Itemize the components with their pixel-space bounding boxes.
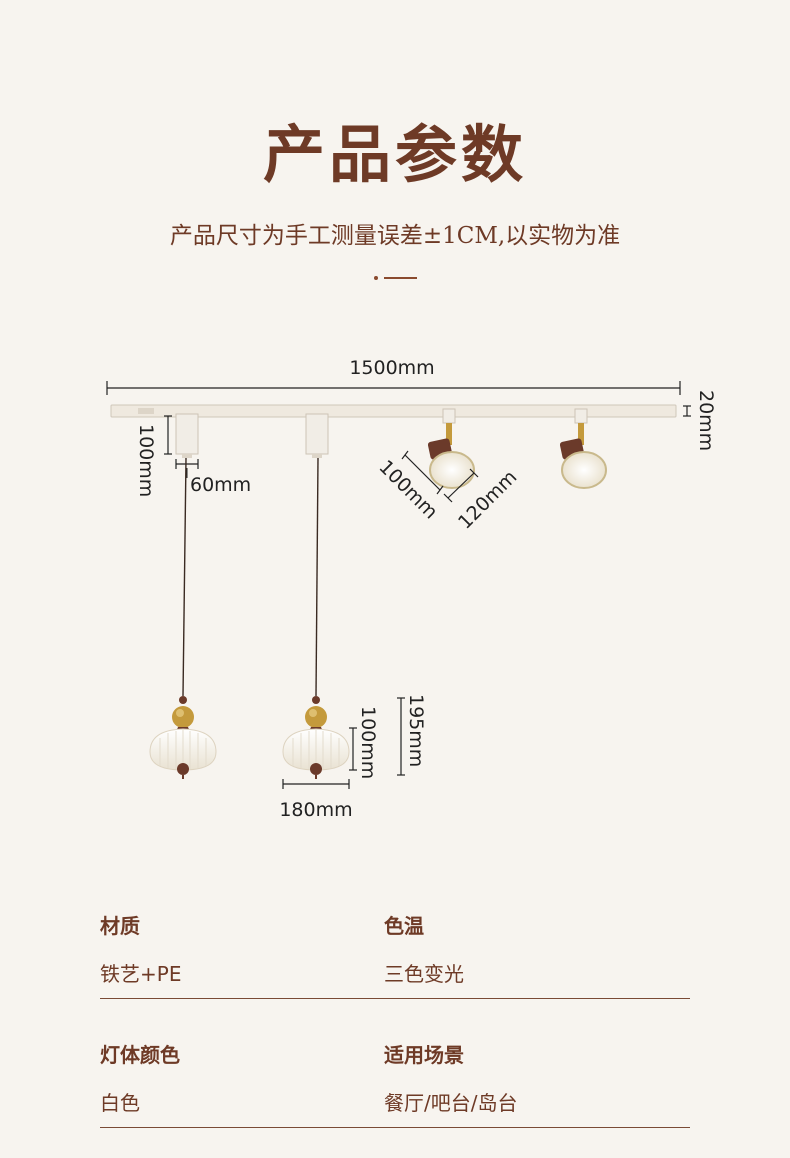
track-height-dimension: 20mm bbox=[683, 390, 717, 451]
mount-width-label: 60mm bbox=[190, 474, 251, 496]
spec-application: 适用场景 餐厅/吧台/岛台 bbox=[384, 1041, 517, 1117]
page-subtitle: 产品尺寸为手工测量误差±1CM,以实物为准 bbox=[169, 223, 621, 249]
spec-body-color: 灯体颜色 白色 bbox=[100, 1041, 180, 1117]
track-rail bbox=[110, 404, 677, 418]
mount-height-dimension: 100mm bbox=[135, 415, 172, 497]
shade-height-label: 100mm bbox=[357, 706, 379, 779]
page-title: 产品参数 bbox=[262, 118, 527, 191]
track-length-dimension: 1500mm bbox=[106, 357, 681, 395]
spec-label: 适用场景 bbox=[384, 1043, 464, 1067]
spec-label: 灯体颜色 bbox=[100, 1043, 180, 1067]
pendant-lamp-1 bbox=[149, 696, 217, 779]
shade-diameter-label: 180mm bbox=[279, 799, 352, 821]
mount-width-dimension: 60mm bbox=[175, 459, 251, 496]
spec-value: 餐厅/吧台/岛台 bbox=[384, 1091, 518, 1115]
pendant-mount-1 bbox=[175, 413, 199, 458]
spec-table: 材质 铁艺+PE 色温 三色变光 灯体颜色 白色 适用场景 餐厅/吧台/岛台 bbox=[100, 900, 690, 1158]
track-height-label: 20mm bbox=[695, 390, 717, 451]
shade-height-dimension: 100mm bbox=[349, 706, 379, 779]
pendant-total-height-label: 195mm bbox=[405, 694, 427, 767]
pendant-cord-2 bbox=[315, 457, 319, 697]
spec-color-temperature: 色温 三色变光 bbox=[384, 912, 464, 988]
pendant-lamp-2 bbox=[282, 696, 350, 779]
shade-diameter-dimension: 180mm bbox=[279, 779, 353, 821]
spec-row: 材质 铁艺+PE 色温 三色变光 bbox=[100, 900, 690, 999]
dimension-diagram: 1500mm 20mm 100mm 60mm bbox=[106, 357, 717, 821]
pendant-mount-2 bbox=[305, 413, 329, 458]
spec-value: 铁艺+PE bbox=[100, 962, 182, 986]
spec-value: 白色 bbox=[100, 1091, 140, 1115]
spec-value: 三色变光 bbox=[384, 962, 464, 986]
spec-label: 材质 bbox=[100, 914, 140, 938]
spotlight-1 bbox=[427, 408, 475, 489]
pendant-total-height-dimension: 195mm bbox=[397, 694, 427, 776]
spec-label: 色温 bbox=[384, 914, 424, 938]
spec-material: 材质 铁艺+PE bbox=[100, 912, 181, 988]
pendant-cord-1 bbox=[182, 457, 187, 697]
spec-row: 灯体颜色 白色 适用场景 餐厅/吧台/岛台 bbox=[100, 1029, 690, 1128]
track-length-label: 1500mm bbox=[349, 357, 434, 379]
divider-dot bbox=[374, 276, 378, 280]
spotlight-2 bbox=[559, 408, 607, 489]
mount-height-label: 100mm bbox=[135, 424, 157, 497]
divider-line bbox=[384, 277, 417, 279]
